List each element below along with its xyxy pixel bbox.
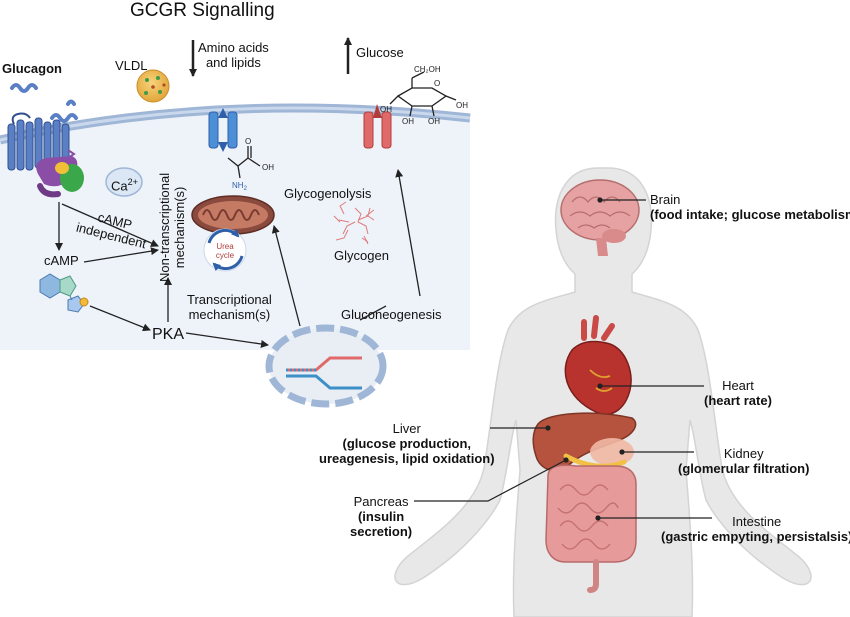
nucleus-to-mito-arrow [271,225,301,327]
pancreas-detail-2: secretion) [350,524,413,539]
calcium-charge: 2+ [127,177,138,187]
kidney-label: Kidney (glomerular filtration) [678,446,809,476]
mitochondrion-icon [191,195,275,235]
nucleus-icon [265,324,387,408]
glucose-transporter-icon [363,104,392,149]
brain-name: Brain [650,192,681,207]
camp-to-nontrans-arrow [83,247,159,263]
pathway-arrows [55,169,421,348]
camp-independent-arrow [61,203,159,247]
kidney-name: Kidney [723,446,764,461]
kidney-detail: (glomerular filtration) [678,461,810,476]
glucose-ring-o: O [434,79,440,88]
camp-molecule-icon [39,273,89,313]
calcium-symbol: Ca [111,178,128,194]
pancreas-label: Pancreas (insulin secretion) [350,494,412,539]
amino-acid-nh2: NH2 [232,181,248,192]
figure-title: GCGR Signalling [130,0,275,21]
glucose-oh-4: OH [456,101,468,110]
urea-cycle-icon [203,228,247,272]
camp-to-pka-arrow [89,305,151,332]
gcgr-receptor-icon [7,112,76,171]
calcium-ion-bubble [105,167,143,197]
transcriptional-label: Transcriptional mechanism(s) [187,292,272,322]
glucose-oh-3: OH [428,117,440,126]
non-transcriptional-label: Non-transcriptional mechanism(s) [157,173,187,282]
urea-cycle-label-2: cycle [216,251,235,260]
pka-to-nucleus-arrow [185,332,269,348]
glycogen-icon [333,201,375,245]
nucleus-to-gluconeogenesis-arrow [359,305,387,321]
brain-detail: (food intake; glucose metabolism) [650,207,850,222]
urea-cycle-label-1: Urea [216,242,234,251]
amino-acid-oh: OH [262,163,274,172]
gluconeogenesis-to-glucose-arrow [395,169,421,297]
amino-acid-o: O [245,137,251,146]
glucagon-label: Glucagon [2,61,62,76]
liver-detail-1: (glucose production, [342,436,472,451]
transcriptional-line-2: mechanism(s) [188,307,271,322]
intestine-detail: (gastric empyting, persistalsis) [661,529,850,544]
non-transcriptional-line-1: Non-transcriptional [157,172,172,282]
intestine-name: Intestine [732,514,782,529]
glucose-oh-1: OH [380,105,392,114]
transcriptional-line-1: Transcriptional [187,292,272,307]
glucose-label: Glucose [356,45,404,60]
organ-leader-lines [414,197,712,521]
amino-acids-line-2: and lipids [205,55,261,70]
liver-label: Liver (glucose production, ureagenesis, … [319,421,495,466]
glucose-molecule-icon [389,71,457,117]
heart-name: Heart [722,378,754,393]
g-protein-icon [36,156,84,198]
brain-icon [560,179,640,256]
intestine-label: Intestine (gastric empyting, persistalsi… [661,514,850,544]
intestine-icon [545,464,637,593]
glucagon-peptides-icon [10,83,78,123]
vldl-particle-icon [136,69,170,103]
heart-icon [564,315,632,415]
amino-acids-line-1: Amino acids [198,40,269,55]
pancreas-name: Pancreas [353,494,409,509]
amino-acid-transporter-icon [208,108,238,152]
calcium-label: Ca2+ [111,175,138,193]
amino-acids-label: Amino acids and lipids [198,40,269,70]
glycogen-label: Glycogen [334,248,389,263]
vldl-label: VLDL [115,58,148,73]
non-transcriptional-line-2: mechanism(s) [172,186,187,269]
brain-label: Brain (food intake; glucose metabolism) [650,192,850,222]
gluconeogenesis-label: Gluconeogenesis [341,307,442,322]
pancreas-detail-1: (insulin [357,509,405,524]
heart-label: Heart (heart rate) [704,378,772,408]
liver-detail-2: ureagenesis, lipid oxidation) [319,451,495,466]
glycogenolysis-label: Glycogenolysis [284,186,372,201]
liver-name: Liver [392,421,421,436]
amino-acid-structure-icon [227,146,261,179]
heart-detail: (heart rate) [704,393,772,408]
glucose-oh-2: OH [402,117,414,126]
camp-label: cAMP [44,253,79,268]
glucose-ch2oh: CH₂OH [414,65,441,74]
pka-label: PKA [152,326,185,343]
